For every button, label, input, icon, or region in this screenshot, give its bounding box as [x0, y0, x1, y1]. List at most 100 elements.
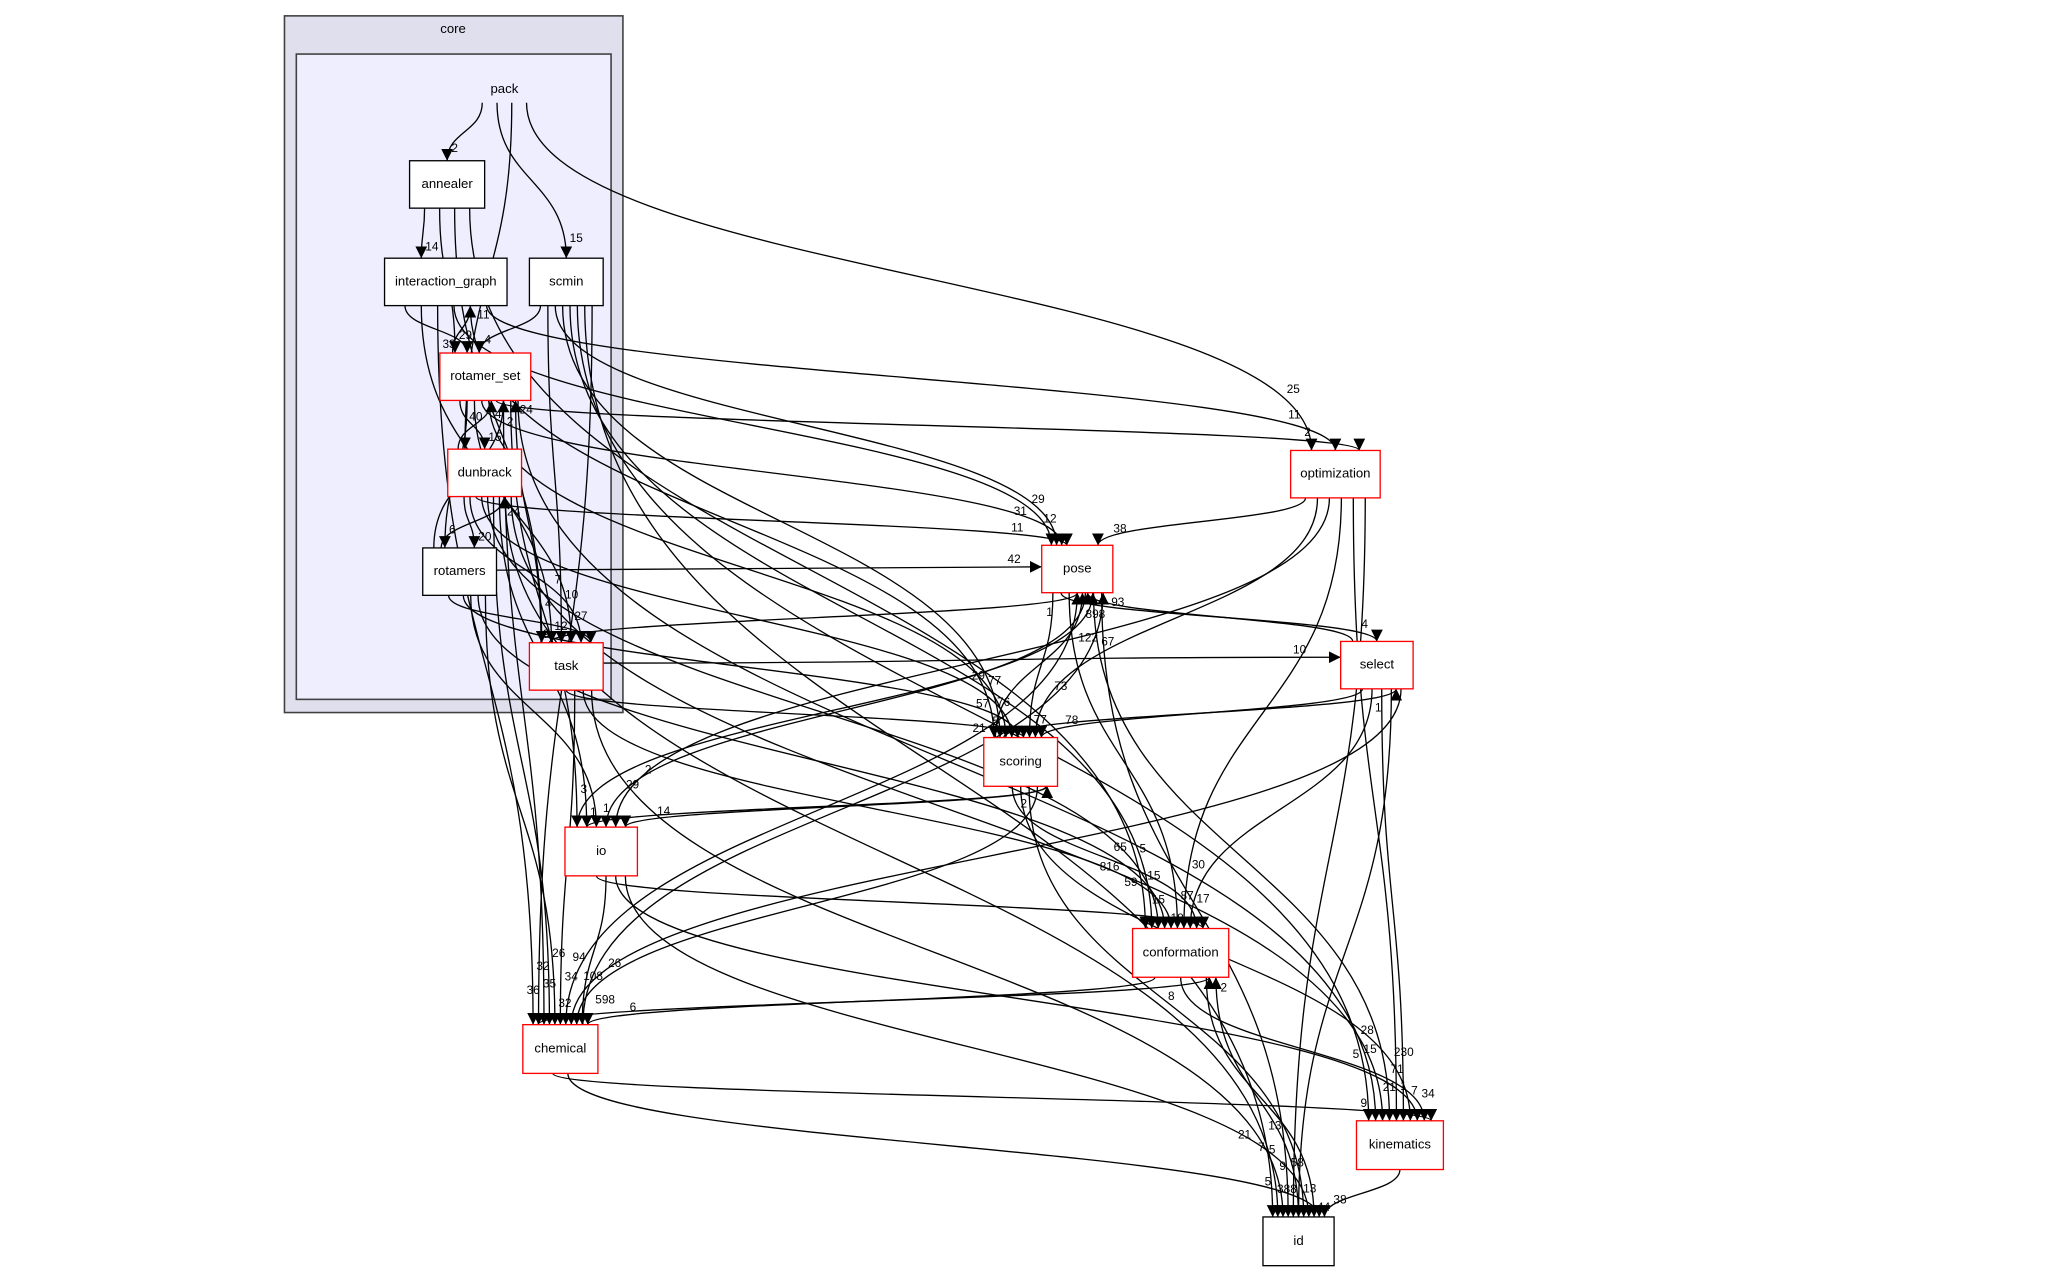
edge-label-select-to-scoring[interactable]: 78	[1065, 713, 1079, 727]
edge-pose-to-chemical[interactable]	[559, 592, 1078, 1025]
edge-label-annealer-to-conformation[interactable]: 5	[1139, 841, 1146, 855]
edge-label-rotamer_set-to-interaction_graph[interactable]: 11	[477, 307, 490, 321]
edge-io-to-scoring[interactable]	[586, 785, 1053, 828]
edge-chemical-to-id[interactable]	[567, 1073, 1326, 1217]
edge-label-task-to-pose[interactable]: 1	[1046, 605, 1053, 619]
edge-scoring-to-id[interactable]	[1028, 786, 1310, 1217]
edge-chemical-to-pose[interactable]	[582, 592, 1110, 1025]
edge-id-to-conformation[interactable]	[1209, 977, 1300, 1217]
edge-label-chemical-to-id[interactable]: 5	[1265, 1175, 1272, 1189]
edge-label-pose-to-conformation[interactable]: 87	[1181, 888, 1194, 902]
node-kinematics[interactable]: kinematics	[1355, 1120, 1445, 1171]
edge-label-io-to-id[interactable]: 21	[1238, 1127, 1252, 1141]
edge-optimization-to-scoring[interactable]	[1029, 497, 1319, 738]
edge-label-rotamers-to-pose[interactable]: 42	[1008, 552, 1021, 566]
edge-io-to-chemical[interactable]	[576, 875, 607, 1025]
edge-chemical-to-kinematics[interactable]	[552, 1072, 1437, 1122]
edge-label-pack-to-optimization[interactable]: 25	[1287, 382, 1301, 396]
edge-label-pose-to-kinematics[interactable]: 71	[1391, 1062, 1405, 1076]
edge-select-to-kinematics[interactable]	[1381, 688, 1410, 1121]
edge-label-io-to-pose[interactable]: 122	[1078, 631, 1098, 645]
edge-label-id-to-conformation[interactable]: 2	[1221, 980, 1228, 994]
edge-label-rotamers-to-task[interactable]: 9	[543, 627, 550, 641]
edge-label-scoring-to-io[interactable]: 14	[657, 804, 671, 818]
edge-label-dunbrack-to-pose[interactable]: 11	[1011, 520, 1024, 534]
edge-label-io-to-conformation[interactable]: 18	[1171, 911, 1185, 925]
node-io[interactable]: io	[564, 826, 639, 877]
edge-rotamers-to-chemical[interactable]	[484, 595, 561, 1025]
edge-label-optimization-to-kinematics[interactable]: 1	[1400, 1079, 1407, 1093]
edge-label-rotamer_set-to-optimization[interactable]: 2	[1304, 425, 1311, 439]
edge-label-interaction_graph-to-scoring[interactable]: 77	[988, 674, 1001, 688]
edge-scmin-to-kinematics[interactable]	[576, 305, 1375, 1121]
edge-pack-to-annealer[interactable]	[441, 102, 483, 161]
edge-label-rotamers-to-dunbrack[interactable]: 24	[507, 505, 521, 519]
edge-label-annealer-to-rotamer_set[interactable]: 29	[459, 328, 473, 342]
edge-optimization-to-id[interactable]	[1287, 497, 1366, 1217]
node-id[interactable]: id	[1262, 1216, 1335, 1267]
edge-label-optimization-to-scoring[interactable]: 73	[1054, 679, 1068, 693]
edge-label-task-to-conformation[interactable]: 15	[1152, 893, 1166, 907]
node-conformation[interactable]: conformation	[1131, 927, 1230, 978]
edge-label-conformation-to-chemical[interactable]: 6	[630, 1000, 637, 1014]
edge-label-pose-to-scoring[interactable]: 77	[1034, 712, 1047, 726]
edge-task-to-scoring[interactable]	[565, 689, 1030, 739]
edge-label-rotamer_set-to-rotamers[interactable]: 6	[449, 522, 456, 536]
edge-label-rotamer_set-to-kinematics[interactable]: 15	[1364, 1042, 1378, 1056]
edge-optimization-to-io[interactable]	[609, 497, 1331, 828]
edge-label-dunbrack-to-scoring[interactable]: 29	[972, 669, 986, 683]
edge-scoring-to-select[interactable]	[1003, 688, 1402, 738]
edge-conformation-to-id[interactable]	[1205, 977, 1320, 1217]
edge-label-rotamer_set-to-pose[interactable]: 31	[1014, 504, 1028, 518]
edge-scoring-to-chemical[interactable]	[570, 786, 1039, 1025]
edge-label-io-to-scoring[interactable]: 2	[1020, 797, 1027, 811]
edge-label-task-to-scoring[interactable]: 21	[973, 721, 987, 735]
edge-label-chemical-to-conformation[interactable]: 8	[1168, 989, 1175, 1003]
edge-label-scmin-to-chemical[interactable]: 35	[543, 976, 557, 990]
edge-task-to-select[interactable]	[603, 651, 1341, 664]
edge-label-select-to-pose[interactable]: 93	[1111, 595, 1125, 609]
edge-label-dunbrack-to-rotamer_set[interactable]: 4	[495, 407, 502, 421]
edge-label-scoring-to-id[interactable]: 388	[1277, 1182, 1297, 1196]
node-rotamer_set[interactable]: rotamer_set	[439, 352, 532, 402]
edge-scmin-to-rotamer_set[interactable]	[473, 305, 542, 354]
edge-select-to-id[interactable]	[1292, 688, 1393, 1217]
edge-label-optimization-to-io[interactable]: 2	[645, 762, 652, 776]
edge-optimization-to-kinematics[interactable]	[1352, 497, 1403, 1121]
edge-pack-to-optimization[interactable]	[525, 102, 1318, 451]
edge-label-optimization-to-id[interactable]: 9	[1279, 1159, 1286, 1173]
edge-rotamer_set-to-kinematics[interactable]	[517, 400, 1382, 1121]
edge-label-interaction_graph-to-pose[interactable]: 29	[1032, 492, 1046, 506]
edge-rotamers-to-io[interactable]	[470, 595, 603, 828]
edge-dunbrack-to-rotamer_set[interactable]	[457, 400, 498, 450]
edge-label-pack-to-annealer[interactable]: 2	[451, 141, 458, 155]
edge-label-task-to-id[interactable]: 7	[1258, 1140, 1265, 1154]
edge-label-pose-to-select[interactable]: 4	[1361, 617, 1368, 631]
edge-label-conformation-to-id[interactable]: 44	[1317, 1200, 1331, 1214]
edge-label-annealer-to-interaction_graph[interactable]: 14	[425, 240, 439, 254]
edge-select-to-conformation[interactable]	[1184, 688, 1373, 929]
edge-label-scoring-to-conformation[interactable]: 816	[1100, 859, 1120, 873]
edge-rotamer_set-to-pose[interactable]	[481, 400, 1068, 546]
edge-pose-to-id[interactable]	[1101, 592, 1295, 1217]
edge-label-rotamers-to-io[interactable]: 1	[603, 801, 610, 815]
edge-label-scmin-to-scoring[interactable]: 76	[997, 695, 1011, 709]
edge-dunbrack-to-pose[interactable]	[475, 495, 1073, 546]
edge-label-chemical-to-pose[interactable]: 67	[1101, 634, 1114, 648]
edge-label-dunbrack-to-id[interactable]: 5	[1269, 1142, 1276, 1156]
node-optimization[interactable]: optimization	[1289, 449, 1381, 499]
edge-label-task-to-chemical[interactable]: 34	[565, 970, 579, 984]
edge-label-task-to-rotamer_set[interactable]: 24	[520, 403, 534, 417]
edge-pose-to-conformation[interactable]	[1068, 592, 1184, 929]
edge-io-to-conformation[interactable]	[595, 875, 1209, 930]
edge-dunbrack-to-id[interactable]	[504, 496, 1284, 1217]
edge-optimization-to-pose[interactable]	[1092, 497, 1307, 546]
edge-label-scmin-to-rotamer_set[interactable]: 4	[484, 333, 491, 347]
edge-label-select-to-id[interactable]: 13	[1303, 1181, 1317, 1195]
edge-label-scmin-to-task[interactable]: 10	[565, 587, 579, 601]
edge-label-rotamer_set-to-dunbrack[interactable]: 15	[488, 430, 502, 444]
edge-label-dunbrack-to-kinematics[interactable]: 5	[1353, 1047, 1360, 1061]
node-interaction_graph[interactable]: interaction_graph	[383, 257, 508, 307]
edge-label-rotamers-to-rotamer_set[interactable]: 2	[507, 414, 514, 428]
edge-conformation-to-kinematics[interactable]	[1180, 977, 1431, 1121]
